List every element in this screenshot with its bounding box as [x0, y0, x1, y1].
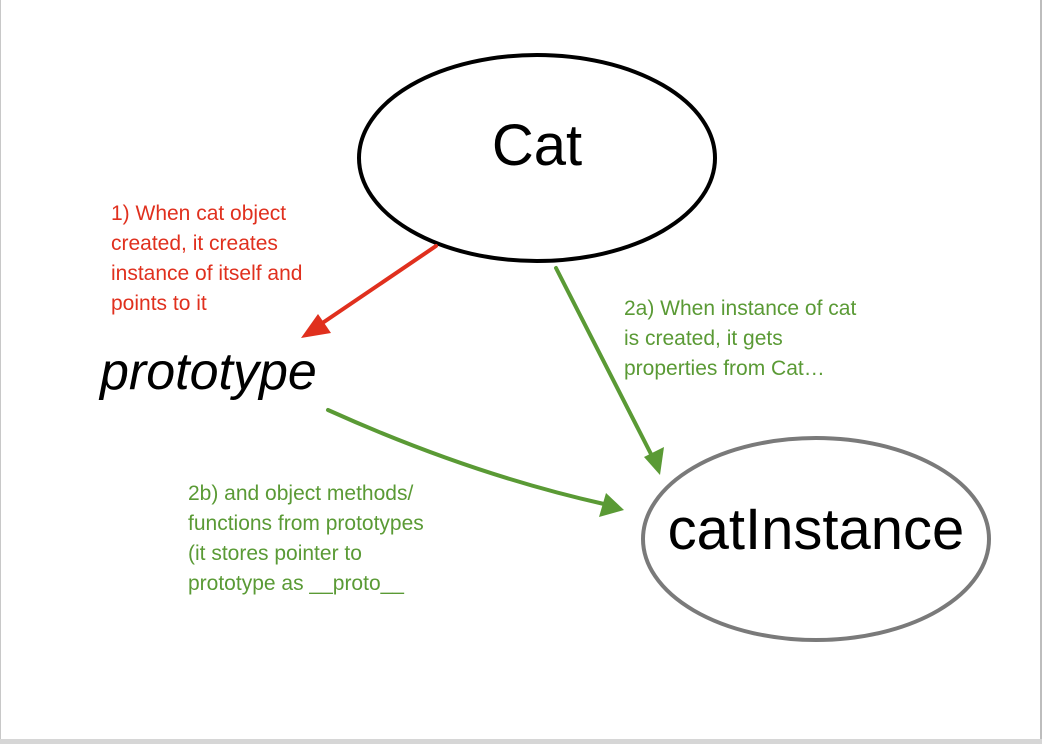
cat-to-instance-arrow	[554, 266, 654, 458]
cat-to-prototype-arrow	[316, 244, 438, 328]
frame-right-edge	[1040, 0, 1042, 744]
frame-left-edge	[0, 0, 1, 744]
step2b-line: 2b) and object methods/	[188, 482, 414, 505]
step1-line: created, it creates	[111, 232, 278, 255]
cat-node-label: Cat	[491, 113, 583, 178]
prototype-to-instance-arrowhead	[599, 493, 624, 517]
step2b-line: functions from prototypes	[188, 512, 424, 535]
cat-to-instance-arrowhead	[644, 447, 664, 475]
prototype-to-instance-arrow	[326, 408, 606, 506]
step1-line: 1) When cat object	[111, 202, 287, 225]
step2b-annotation: 2b) and object methods/ functions from p…	[188, 479, 424, 599]
step1-line: points to it	[111, 292, 207, 315]
cat-instance-node-label: catInstance	[667, 497, 965, 562]
step2b-line: (it stores pointer to	[188, 542, 362, 565]
step2a-line: 2a) When instance of cat	[624, 297, 857, 320]
prototype-node-label: prototype	[100, 343, 317, 401]
step1-annotation: 1) When cat object created, it creates i…	[111, 199, 302, 319]
frame-bottom-edge	[0, 739, 1042, 744]
step2a-line: is created, it gets	[624, 327, 783, 350]
cat-node-ellipse	[357, 53, 717, 263]
cat-to-prototype-arrowhead	[301, 314, 331, 338]
cat-instance-node-ellipse	[641, 436, 991, 642]
step2a-annotation: 2a) When instance of cat is created, it …	[624, 294, 856, 384]
step2a-line: properties from Cat…	[624, 357, 825, 380]
step2b-line: prototype as __proto__	[188, 572, 404, 595]
step1-line: instance of itself and	[111, 262, 303, 285]
